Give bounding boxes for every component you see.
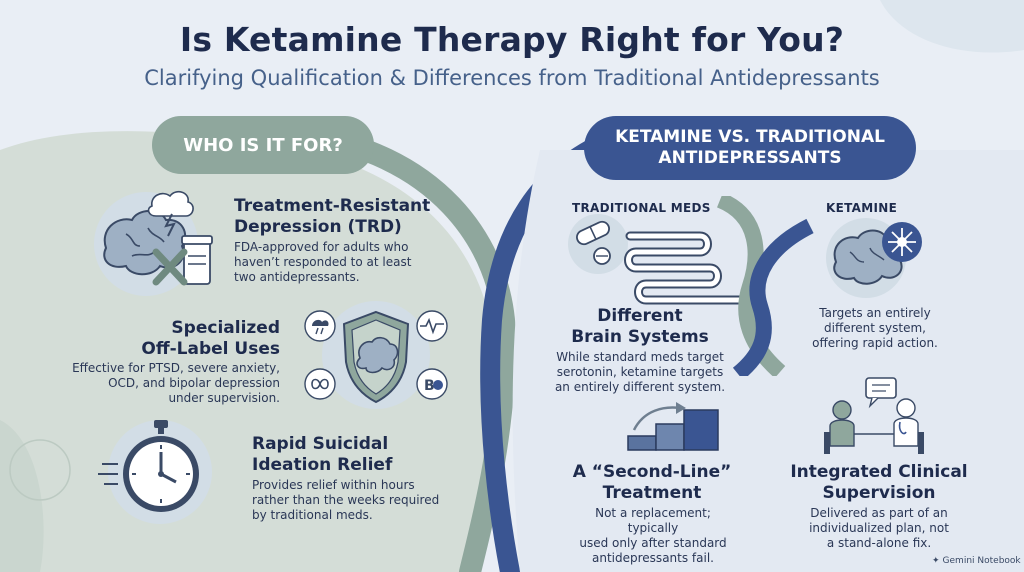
brain-systems-title-line2: Brain Systems	[571, 327, 709, 347]
supervision-title: Integrated Clinical Supervision	[784, 462, 974, 504]
comparison-heading-label: KETAMINE VS. TRADITIONAL ANTIDEPRESSANTS	[615, 127, 885, 169]
brain-systems-desc-line2: serotonin, ketamine targets	[556, 365, 724, 379]
bipolar-icon	[416, 368, 448, 400]
trd-title-line1: Treatment-Resistant	[234, 196, 431, 216]
trd-desc-line2: haven’t responded to at least	[234, 255, 412, 269]
comparison-heading-line2: ANTIDEPRESSANTS	[658, 148, 842, 168]
suicidal-desc-line2: rather than the weeks required	[252, 493, 440, 507]
ketamine-desc: Targets an entirely different system, of…	[800, 306, 950, 351]
second-line-title-line2: Treatment	[602, 483, 702, 503]
gemini-logo-icon: ✦	[932, 556, 940, 566]
brain-systems-desc-line1: While standard meds target	[556, 350, 724, 364]
brand-label: Gemini Notebook	[942, 556, 1021, 566]
offlabel-desc-line1: Effective for PTSD, severe anxiety,	[72, 361, 280, 375]
supervision-title-line2: Supervision	[822, 483, 936, 503]
stairs-arrow-icon	[627, 402, 719, 451]
pathways-illustration	[568, 196, 814, 376]
comparison-heading: KETAMINE VS. TRADITIONAL ANTIDEPRESSANTS	[584, 116, 916, 180]
brand-badge: ✦ Gemini Notebook	[932, 556, 1021, 566]
page-subtitle: Clarifying Qualification & Differences f…	[144, 66, 880, 90]
second-line-desc-line1: Not a replacement; typically	[595, 506, 711, 535]
ketamine-desc-line1: Targets an entirely	[819, 306, 931, 320]
trd-title-line2: Depression (TRD)	[234, 217, 402, 237]
supervision-desc-line1: Delivered as part of an	[810, 506, 948, 520]
trd-title: Treatment-Resistant Depression (TRD)	[234, 196, 434, 238]
offlabel-title: Specialized Off-Label Uses	[80, 318, 280, 360]
brain-neuron-icon	[826, 218, 922, 298]
offlabel-desc: Effective for PTSD, severe anxiety, OCD,…	[60, 361, 280, 406]
offlabel-desc-line2: OCD, and bipolar depression	[108, 376, 280, 390]
heartbeat-icon	[416, 310, 448, 342]
trd-desc-line3: two antidepressants.	[234, 270, 360, 284]
ketamine-desc-line3: offering rapid action.	[812, 336, 938, 350]
second-line-desc-line3: antidepressants fail.	[592, 551, 714, 565]
pills-icon	[568, 214, 628, 274]
ketamine-desc-line2: different system,	[824, 321, 926, 335]
second-line-title: A “Second-Line” Treatment	[572, 462, 732, 504]
supervision-desc-line3: a stand-alone fix.	[826, 536, 932, 550]
ketamine-label: KETAMINE	[826, 201, 898, 215]
svg-text:B: B	[424, 378, 435, 394]
doctor-consultation-icon	[824, 377, 924, 454]
supervision-desc: Delivered as part of an individualized p…	[794, 506, 964, 551]
suicidal-desc-line1: Provides relief within hours	[252, 478, 415, 492]
who-is-it-for-heading: WHO IS IT FOR?	[152, 116, 374, 174]
who-heading-label: WHO IS IT FOR?	[183, 134, 343, 156]
comparison-heading-line1: KETAMINE VS. TRADITIONAL	[615, 127, 885, 147]
brain-systems-title-line1: Different	[597, 306, 683, 326]
shield-brain-icon: B	[304, 301, 448, 409]
second-line-desc: Not a replacement; typically used only a…	[568, 506, 738, 566]
second-line-title-line1: A “Second-Line”	[572, 462, 732, 482]
brain-storm-icon	[94, 190, 213, 296]
supervision-desc-line2: individualized plan, not	[809, 521, 949, 535]
supervision-title-line1: Integrated Clinical	[790, 462, 968, 482]
page-title: Is Ketamine Therapy Right for You?	[179, 20, 845, 59]
traditional-meds-label: TRADITIONAL MEDS	[572, 201, 711, 215]
trd-desc: FDA-approved for adults who haven’t resp…	[234, 240, 434, 285]
trd-desc-line1: FDA-approved for adults who	[234, 240, 409, 254]
offlabel-title-line1: Specialized	[171, 318, 280, 338]
offlabel-title-line2: Off-Label Uses	[141, 339, 280, 359]
brain-systems-desc: While standard meds target serotonin, ke…	[540, 350, 740, 395]
brain-systems-title: Different Brain Systems	[552, 306, 728, 348]
brain-systems-desc-line3: an entirely different system.	[554, 380, 726, 394]
suicidal-desc-line3: by traditional meds.	[252, 508, 373, 522]
suicidal-title-line1: Rapid Suicidal	[252, 434, 389, 454]
suicidal-title-line2: Ideation Relief	[252, 455, 393, 475]
second-line-desc-line2: used only after standard	[579, 536, 727, 550]
suicidal-desc: Provides relief within hours rather than…	[252, 478, 462, 523]
offlabel-desc-line3: under supervision.	[168, 391, 280, 405]
stopwatch-icon	[98, 420, 212, 524]
suicidal-title: Rapid Suicidal Ideation Relief	[252, 434, 452, 476]
